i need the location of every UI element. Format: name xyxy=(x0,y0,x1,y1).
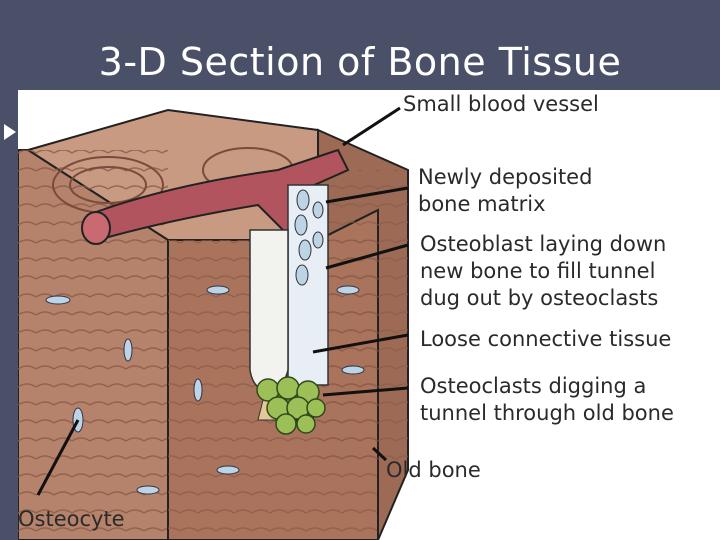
bone-tissue-figure: Small blood vessel Newly deposited bone … xyxy=(18,90,720,540)
label-newly-deposited-1: Newly deposited xyxy=(418,165,593,189)
tunnel xyxy=(249,229,289,391)
label-osteoblast-2: new bone to fill tunnel xyxy=(420,259,656,283)
label-osteoblast-1: Osteoblast laying down xyxy=(420,232,667,256)
label-loose-connective: Loose connective tissue xyxy=(420,327,672,351)
leader-lines xyxy=(36,106,409,496)
label-osteoclasts-1: Osteoclasts digging a xyxy=(420,374,647,398)
osteocytes xyxy=(45,285,365,495)
triangle-bullet-icon xyxy=(4,124,16,140)
label-osteoclasts-2: tunnel through old bone xyxy=(420,401,674,425)
label-newly-deposited-2: bone matrix xyxy=(418,192,546,216)
slide-title: 3-D Section of Bone Tissue xyxy=(98,40,622,84)
label-osteocyte: Osteocyte xyxy=(18,507,125,531)
label-osteoblast-3: dug out by osteoclasts xyxy=(420,286,659,310)
bone-block-illustration xyxy=(18,106,409,540)
label-old-bone: Old bone xyxy=(386,458,481,482)
osteoclast-cluster xyxy=(256,376,326,435)
label-small-blood-vessel: Small blood vessel xyxy=(403,92,599,116)
